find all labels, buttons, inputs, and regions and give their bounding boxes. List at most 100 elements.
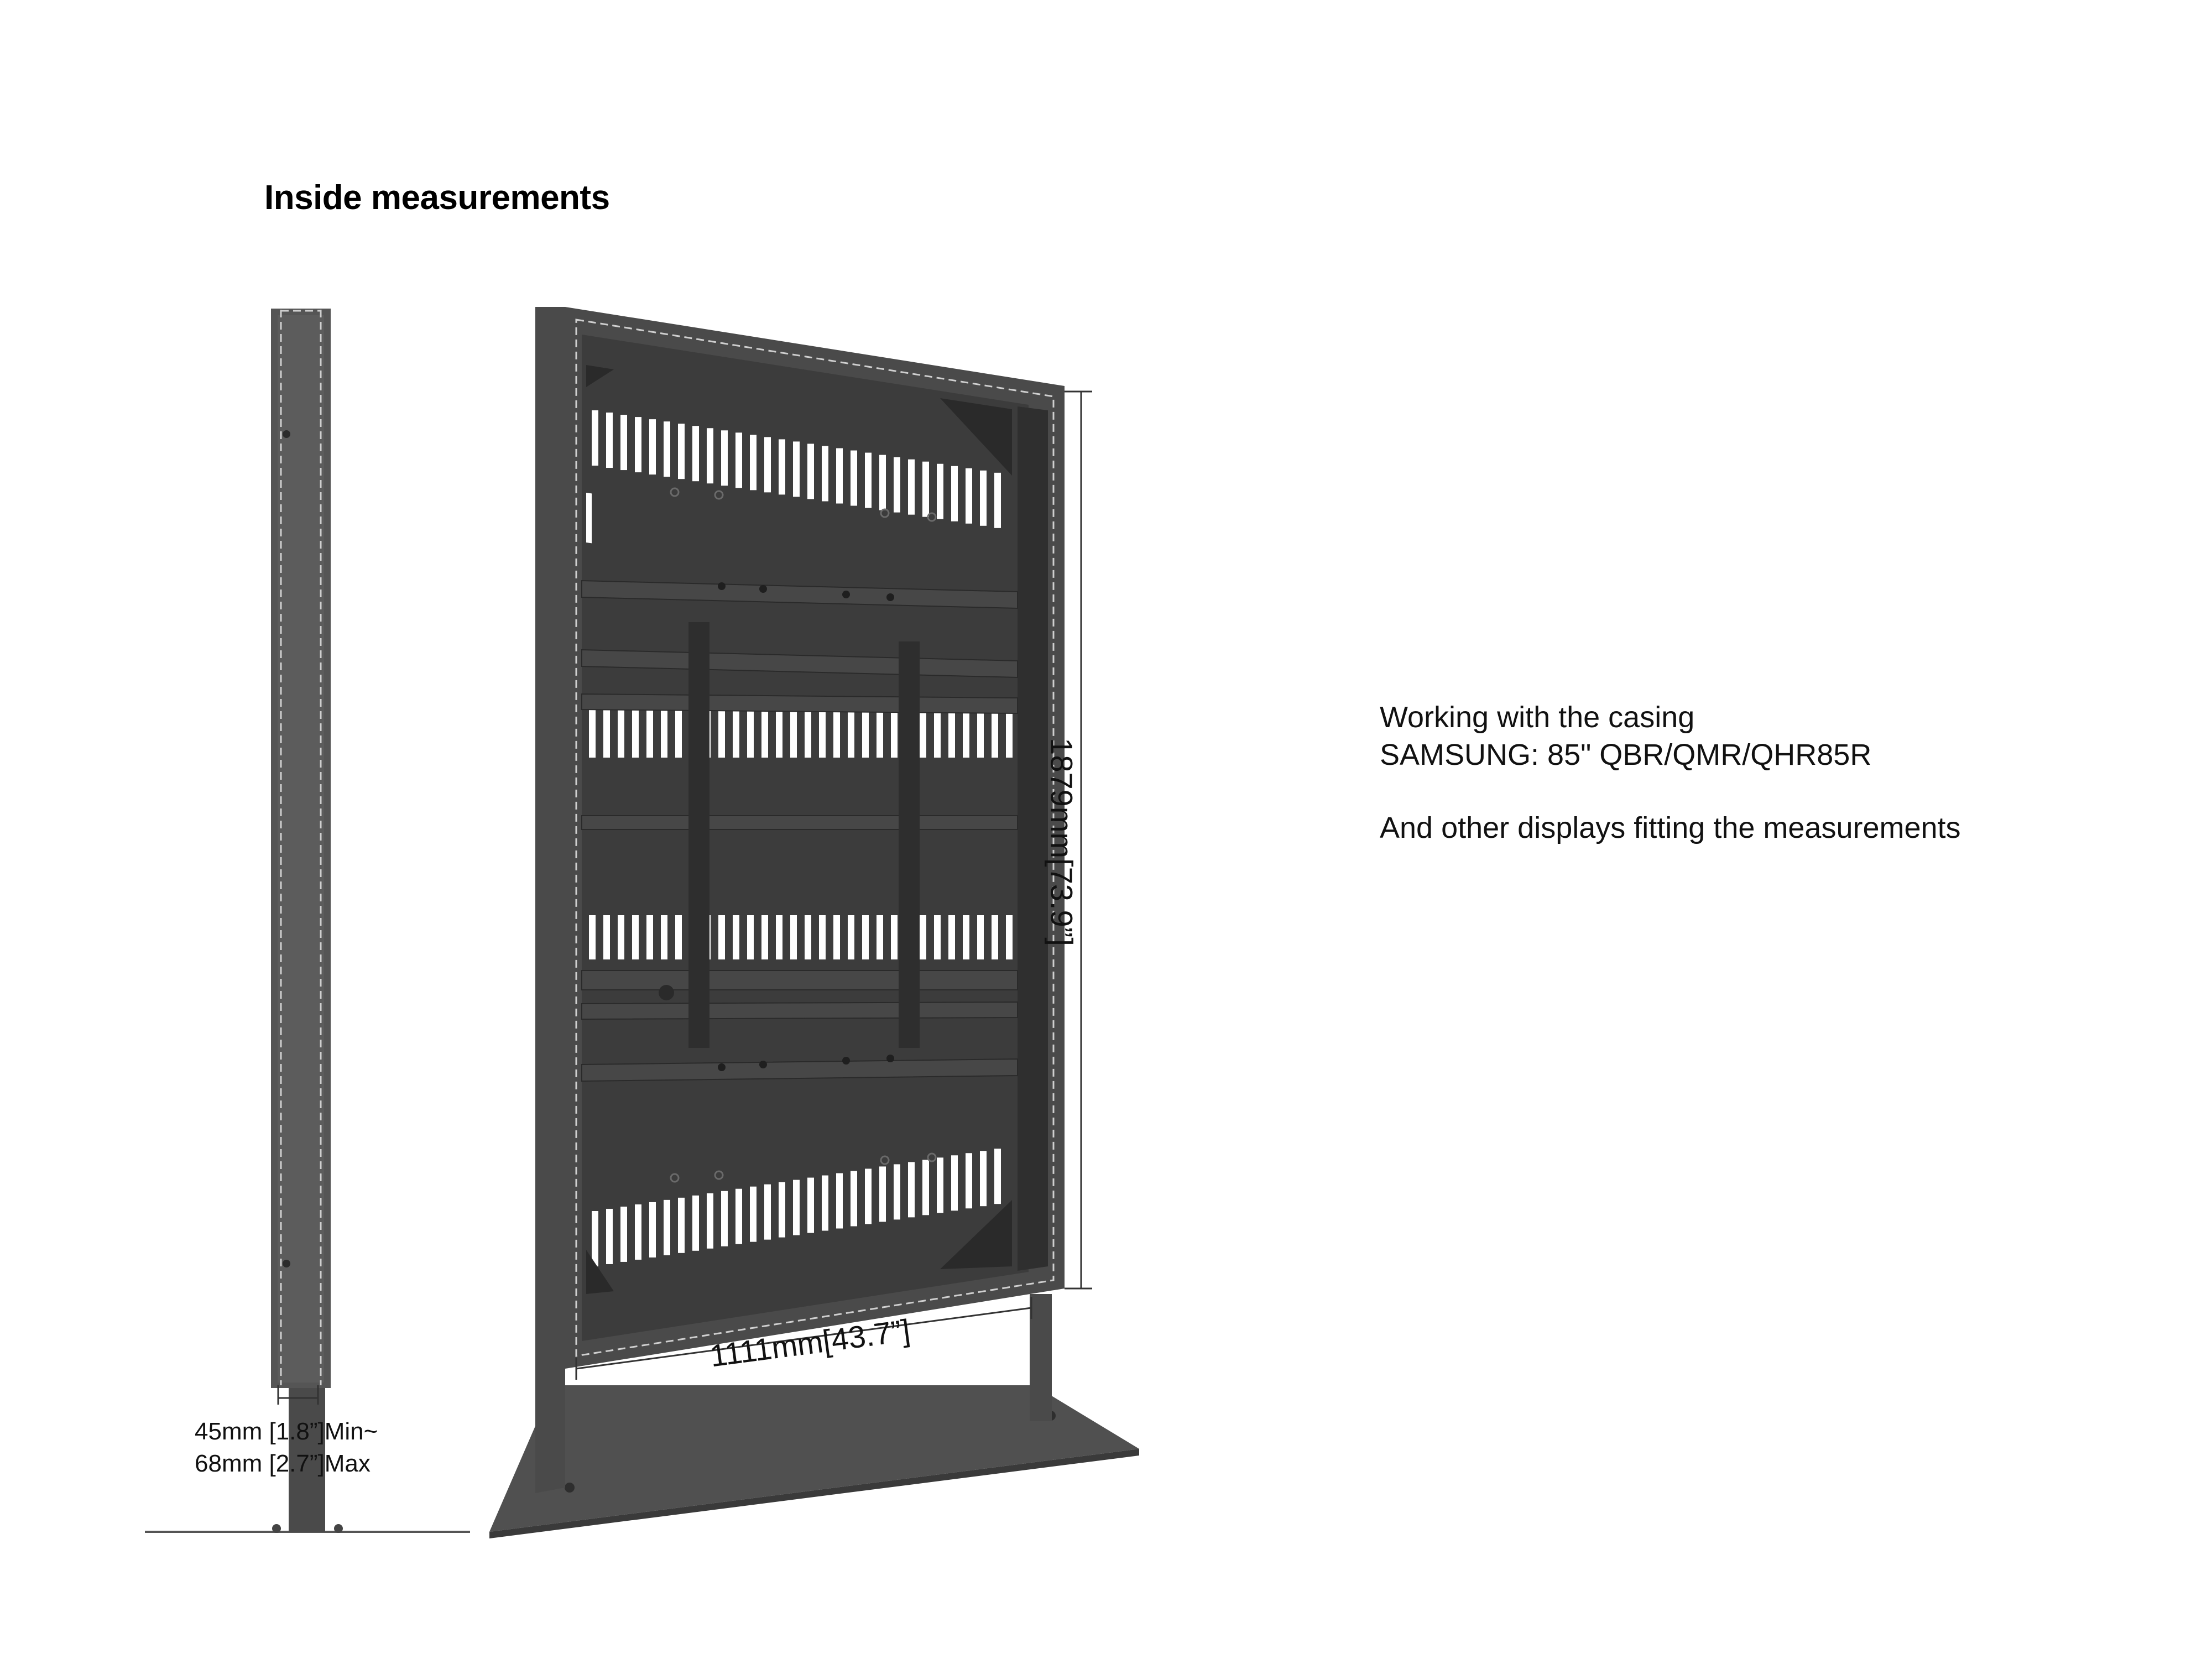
vent-slot [632, 915, 639, 959]
vent-slot [891, 915, 898, 959]
vent-slot [966, 1153, 972, 1209]
vent-slot [678, 424, 685, 479]
depth-dimension-label: 45mm [1.8”]Min~ 68mm [2.7”]Max [195, 1416, 378, 1480]
vent-slot [948, 915, 955, 959]
vent-slot [862, 708, 869, 758]
vent-slot [692, 1195, 699, 1251]
vent-slot [865, 1168, 872, 1224]
side-foot-bolt [334, 1524, 343, 1533]
vent-slot [966, 468, 972, 524]
vent-slot [851, 1171, 857, 1227]
vent-slot [632, 708, 639, 758]
vent-slot [891, 708, 898, 758]
side-hole [283, 430, 290, 438]
vent-slot [620, 415, 627, 471]
vent-slot [733, 915, 739, 959]
vent-slot [862, 915, 869, 959]
vent-slot [761, 708, 768, 758]
vent-slot [937, 463, 943, 519]
vent-slot [851, 450, 857, 506]
vent-slot [618, 708, 624, 758]
vent-slot [718, 915, 725, 959]
depth-min-label: 45mm [1.8”]Min~ [195, 1418, 378, 1445]
vent-slot [776, 708, 782, 758]
vent-slot [879, 455, 886, 510]
vent-slot [707, 1193, 713, 1249]
left-post [535, 307, 565, 1493]
vent-slot [833, 708, 840, 758]
vent-slot [793, 1180, 800, 1235]
vent-slot [661, 708, 667, 758]
vent-slot [951, 1155, 958, 1211]
vent-slot [646, 915, 653, 959]
vent-slot [606, 413, 613, 468]
vent-slot [592, 410, 598, 466]
vent-slot [805, 708, 811, 758]
corner-brackets [586, 365, 1012, 1294]
compatibility-line-2: SAMSUNG: 85" QBR/QMR/QHR85R [1380, 738, 1872, 771]
vent-slot [948, 708, 955, 758]
vent-slot [589, 708, 596, 758]
vent-slot [908, 1162, 915, 1218]
vent-slot [937, 1157, 943, 1213]
vent-slot [606, 1208, 613, 1264]
vent-slot [877, 708, 883, 758]
base-bolt [565, 1483, 575, 1493]
vent-slot [865, 452, 872, 508]
vent-slot [664, 1199, 670, 1255]
vent-slot [692, 426, 699, 482]
vent-slot [848, 708, 854, 758]
vent-slot [618, 915, 624, 959]
vent-slot [963, 708, 969, 758]
vent-slot [920, 915, 926, 959]
vent-slot [750, 435, 757, 491]
vent-slot [992, 915, 998, 959]
vent-slot [836, 448, 843, 504]
vent-slot [776, 915, 782, 959]
vent-slot [980, 1151, 987, 1207]
vent-slot [779, 439, 785, 495]
vent-slot [807, 444, 814, 499]
right-leg [1030, 1294, 1052, 1421]
vent-slot [764, 437, 771, 493]
vent-slot [805, 915, 811, 959]
vent-slot [764, 1184, 771, 1240]
top-vent [586, 492, 592, 544]
bracket-knob [659, 985, 674, 1000]
depth-max-label: 68mm [2.7”]Max [195, 1450, 371, 1477]
side-column-face [278, 315, 324, 1383]
vent-slot [1006, 708, 1013, 758]
vent-slot [603, 708, 610, 758]
vent-slot [1006, 915, 1013, 959]
vent-slot [894, 457, 900, 513]
vent-slot [718, 708, 725, 758]
vent-slot [721, 430, 728, 486]
vent-slot [589, 915, 596, 959]
vent-slot [877, 915, 883, 959]
vent-slot [980, 470, 987, 526]
vent-slot [721, 1191, 728, 1246]
vent-slot [963, 915, 969, 959]
vent-slots [589, 410, 1013, 1266]
vent-slot [592, 1211, 598, 1266]
panel-holes [718, 582, 894, 1071]
vent-slot [994, 472, 1001, 528]
panel-side-shadow [1018, 406, 1048, 1271]
vent-slot [707, 428, 713, 484]
vent-slot [733, 708, 739, 758]
compatibility-line-3: And other displays fitting the measureme… [1380, 811, 1961, 844]
vent-slot [649, 419, 656, 475]
vent-slot [678, 1197, 685, 1253]
width-dimension-line [576, 1307, 1032, 1370]
vent-slot [661, 915, 667, 959]
frame-dashed-outline [575, 319, 1055, 1357]
vent-slot [848, 915, 854, 959]
vent-slot [822, 1175, 828, 1231]
vent-slot [934, 915, 941, 959]
vent-slot [649, 1202, 656, 1258]
vent-slot [761, 915, 768, 959]
vent-slot [977, 708, 984, 758]
